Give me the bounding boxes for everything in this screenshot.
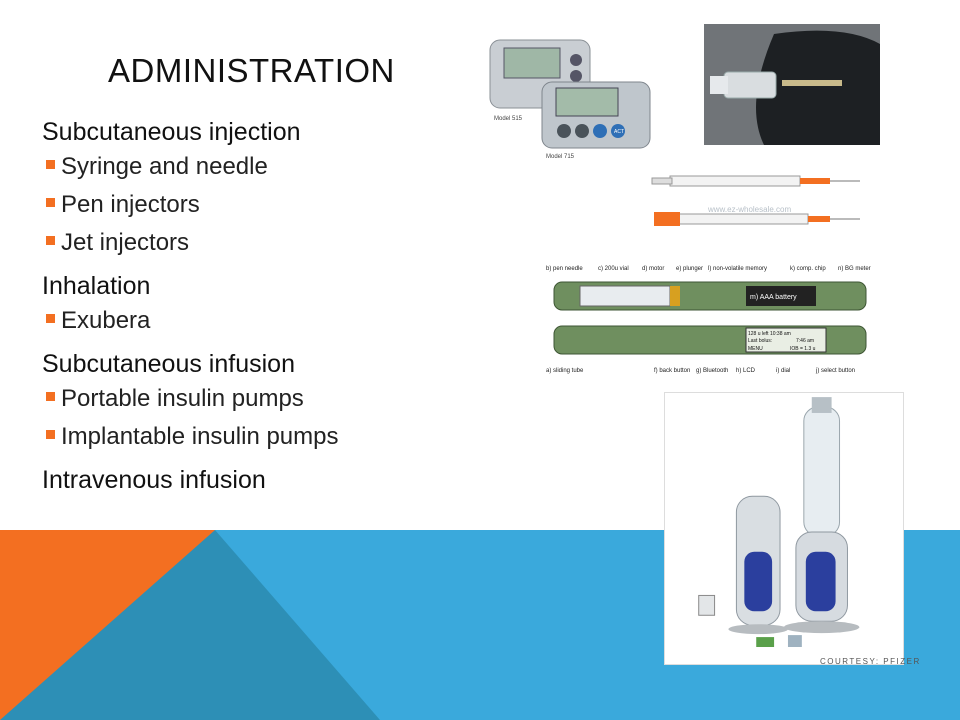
square-bullet-icon: [46, 198, 55, 208]
svg-text:Model 715: Model 715: [546, 154, 575, 160]
square-bullet-icon: [46, 314, 55, 324]
image-credit: COURTESY: PFIZER: [820, 657, 921, 666]
insulin-pen-diagram: b) pen needle c) 200u vial d) motor e) p…: [546, 266, 871, 374]
svg-text:a) sliding tube: a) sliding tube: [546, 368, 584, 374]
slide-title: ADMINISTRATION: [108, 52, 395, 89]
svg-text:j) select button: j) select button: [815, 368, 855, 374]
svg-text:MENU: MENU: [748, 346, 763, 352]
exubera-inhaler-image: [664, 392, 904, 665]
insulin-pumps-image: Model 515 ACT Model 715: [489, 39, 651, 160]
svg-text:c) 200u vial: c) 200u vial: [598, 266, 629, 272]
section-heading-inhalation: Inhalation: [42, 272, 151, 300]
section-heading-intravenous-infusion: Intravenous infusion: [42, 466, 266, 494]
section-heading-subcutaneous-infusion: Subcutaneous infusion: [42, 350, 295, 378]
svg-text:k) comp. chip: k) comp. chip: [790, 266, 826, 272]
svg-text:7:46 am: 7:46 am: [796, 338, 814, 344]
bullet-item: Syringe and needle: [42, 148, 442, 186]
bullet-item: Implantable insulin pumps: [42, 418, 442, 456]
svg-text:Last bolus:: Last bolus:: [748, 338, 772, 344]
teal-triangle: [0, 530, 380, 720]
square-bullet-icon: [46, 392, 55, 402]
square-bullet-icon: [46, 236, 55, 246]
orange-triangle: [0, 530, 215, 720]
svg-text:ACT: ACT: [614, 129, 624, 135]
bullet-item: Exubera: [42, 302, 442, 340]
svg-text:d) motor: d) motor: [642, 266, 664, 272]
svg-text:i) dial: i) dial: [776, 368, 790, 374]
syringes-image: www.ez-wholesale.com: [651, 175, 860, 226]
svg-text:m) AAA battery: m) AAA battery: [750, 294, 797, 301]
svg-text:b) pen needle: b) pen needle: [546, 266, 583, 272]
bullet-list: Subcutaneous injection Syringe and needl…: [42, 116, 442, 496]
bullet-item: Pen injectors: [42, 186, 442, 224]
bullet-item: Portable insulin pumps: [42, 380, 442, 418]
pen-injector-photo: [704, 24, 880, 145]
square-bullet-icon: [46, 160, 55, 170]
svg-text:Model 515: Model 515: [494, 116, 523, 122]
svg-text:e) plunger: e) plunger: [676, 266, 703, 272]
svg-text:128 u left 10:38 am: 128 u left 10:38 am: [748, 331, 791, 337]
svg-text:g) Bluetooth: g) Bluetooth: [696, 368, 728, 374]
svg-text:www.ez-wholesale.com: www.ez-wholesale.com: [707, 205, 791, 214]
svg-text:h) LCD: h) LCD: [736, 368, 756, 374]
svg-text:n) BG meter: n) BG meter: [838, 266, 871, 272]
section-heading-subcutaneous-injection: Subcutaneous injection: [42, 118, 301, 146]
square-bullet-icon: [46, 430, 55, 440]
svg-text:f) back button: f) back button: [654, 368, 690, 374]
svg-text:l) non-volatile memory: l) non-volatile memory: [708, 266, 767, 272]
svg-text:IOB = 1.3 u: IOB = 1.3 u: [790, 346, 816, 352]
bullet-item: Jet injectors: [42, 224, 442, 262]
